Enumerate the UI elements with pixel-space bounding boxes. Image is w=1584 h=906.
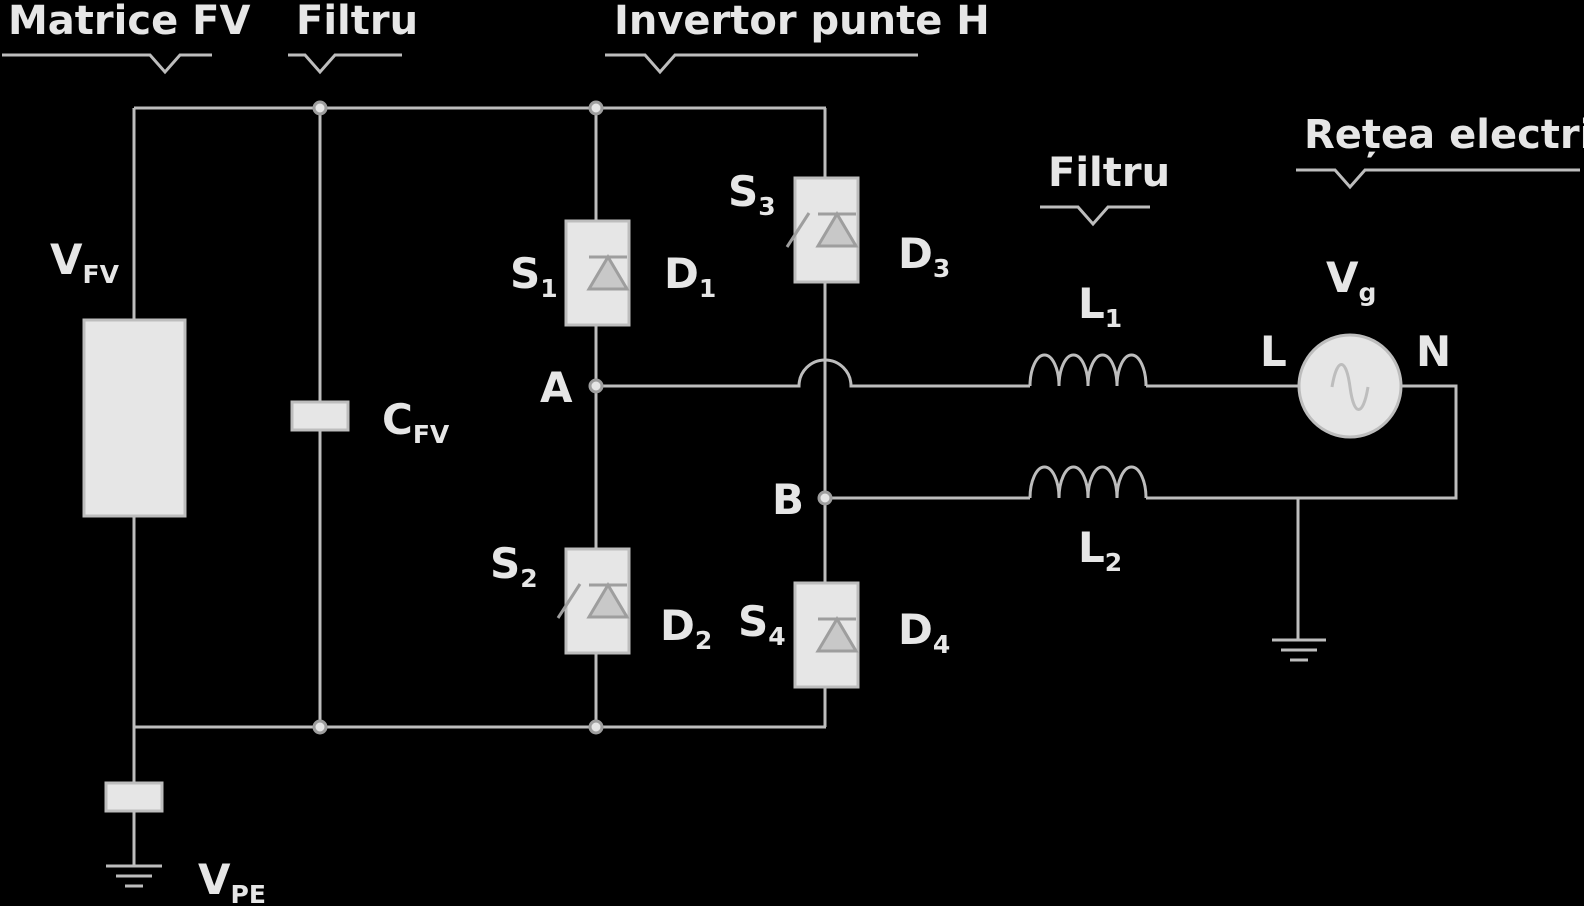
ac-filter-bracket [1040,205,1150,227]
label-node-b: B [772,475,804,524]
label-s4: S4 [738,597,786,651]
section-title-pv-array: Matrice FV [8,0,250,44]
pe-capacitor-icon [104,781,164,813]
switch-s1-icon [564,219,631,327]
junction-dot [312,100,328,116]
label-s2: S2 [490,539,538,593]
switch-s3-icon [785,176,860,284]
junction-dot [312,719,328,735]
label-line: L [1260,327,1287,376]
node-a-wire [596,358,1030,388]
label-d2: D2 [660,601,712,655]
node-a-dot [588,378,604,394]
inductor-l2 [1028,465,1148,499]
label-s3: S3 [728,167,776,221]
dc-filter-bracket [288,53,402,75]
label-d3: D3 [898,229,950,283]
label-l2: L2 [1078,523,1122,577]
label-d4: D4 [898,605,950,659]
switches [556,176,860,689]
section-title-dc-filter: Filtru [296,0,418,44]
pv-array-block [82,318,187,518]
pv-array-bracket [2,53,212,75]
label-l1: L1 [1078,279,1122,333]
label-d1: D1 [664,249,716,303]
neutral-wire [1146,384,1458,500]
section-title-inverter: Invertor punte H [614,0,990,44]
label-node-a: A [540,363,573,412]
grid-bracket [1296,168,1580,190]
pe-ground-icon [106,864,162,888]
sine-wave-icon [1330,363,1370,411]
inverter-bracket [605,53,918,75]
switch-s2-icon [556,547,631,655]
inductor-l1 [1028,353,1148,387]
label-s1: S1 [510,249,558,303]
node-b-dot [817,490,833,506]
junction-dot [588,100,604,116]
section-title-grid: Rețea electrică [1304,112,1584,158]
switch-s4-icon [793,581,860,689]
label-pe-voltage: VPE [198,855,266,906]
label-capacitor: CFV [382,395,450,449]
label-neutral: N [1416,327,1451,376]
grid-ground-icon [1272,638,1326,662]
section-title-ac-filter: Filtru [1048,150,1170,196]
label-pv-voltage: VFV [50,235,120,289]
junction-dot [588,719,604,735]
dc-capacitor-icon [290,400,350,432]
label-grid-voltage: Vg [1326,253,1376,307]
